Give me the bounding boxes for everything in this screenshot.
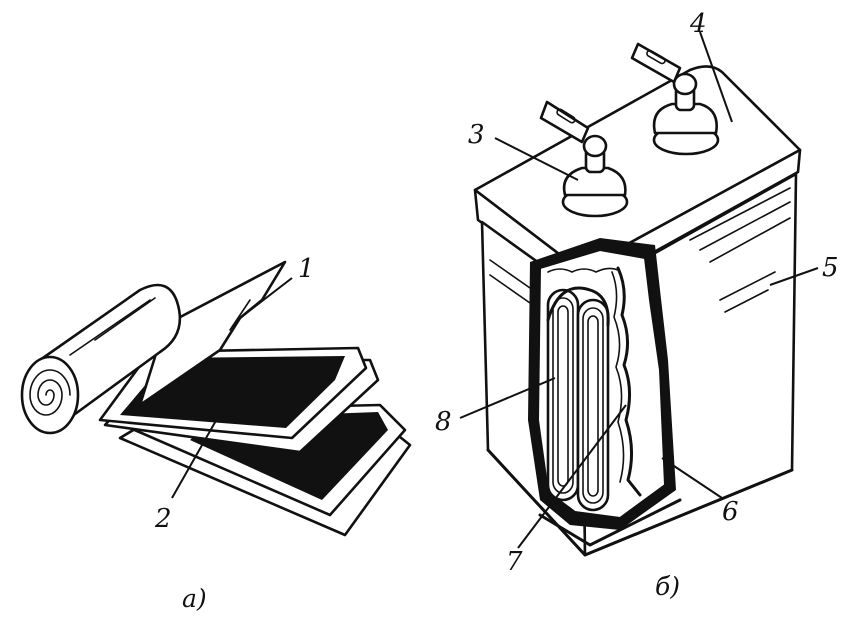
callout-6: 6 (722, 497, 739, 527)
callout-5: 5 (822, 253, 839, 283)
leader-5 (769, 267, 819, 286)
callout-3: 3 (468, 120, 485, 150)
caption-a: а) (182, 584, 207, 613)
battery-cell-drawing (459, 31, 819, 557)
callout-7: 7 (506, 547, 523, 577)
leader-3 (494, 137, 579, 181)
callout-4: 4 (689, 9, 707, 39)
top-wavy-strip (547, 267, 619, 273)
roll-highlight-2 (94, 297, 156, 341)
separator-film (616, 266, 642, 497)
film-crease (229, 299, 251, 331)
leader-8 (459, 377, 556, 419)
rolled-sheets-drawing (20, 260, 412, 537)
leader-2 (171, 409, 223, 499)
callout-8: 8 (435, 407, 452, 437)
leader-4 (699, 31, 733, 123)
case-hatching (489, 187, 791, 313)
case-bottom-edge (486, 448, 794, 557)
caption-b: б) (655, 572, 680, 601)
terminal-4 (630, 42, 720, 156)
electrode-stack (546, 286, 610, 512)
leader-7 (517, 404, 627, 549)
inner-bottom (538, 498, 682, 547)
terminal-3 (539, 100, 629, 218)
leader-6 (661, 457, 723, 499)
roll-highlight (69, 299, 151, 356)
callout-1: 1 (298, 254, 315, 284)
roll-spiral (29, 369, 71, 416)
leader-1 (239, 277, 293, 319)
callout-2: 2 (154, 504, 172, 534)
plate-fold (546, 286, 610, 327)
separator-film-inner (611, 271, 625, 483)
